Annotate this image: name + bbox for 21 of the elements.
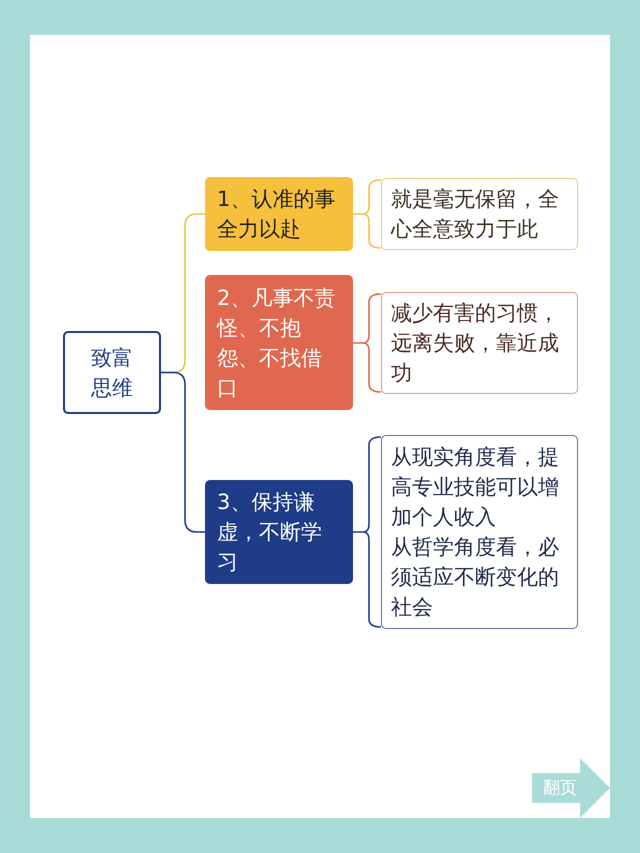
detail-box (381, 292, 578, 394)
detail-box (381, 178, 578, 250)
page-arrow (532, 758, 610, 818)
topic-text: 致富思维 (90, 344, 134, 402)
detail-box (381, 435, 578, 629)
topic-text: 2、凡事不责怪、不抱怨、不找借口 (217, 284, 336, 402)
connector-line (352, 179, 382, 249)
topic-box (63, 331, 161, 414)
topic-text: 3、保持谦虚，不断学习 (217, 489, 323, 576)
detail-text: 从哲学角度看，必须适应不断变化的社会 (391, 534, 560, 621)
detail-text: 减少有害的习惯，远离失败，靠近成功 (391, 300, 560, 387)
connector-line (161, 372, 205, 533)
connector-line (352, 293, 382, 393)
branch-box (205, 177, 353, 251)
page-turn-label: 翻页 (543, 777, 577, 800)
detail-text: 从现实角度看，提高专业技能可以增加个人收入 (391, 444, 560, 531)
branch-box (205, 480, 353, 584)
detail-text: 就是毫无保留，全心全意致力于此 (391, 186, 560, 243)
topic-text: 1、认准的事全力以赴 (217, 186, 336, 243)
connector-line (352, 436, 382, 628)
branch-box (205, 275, 353, 410)
